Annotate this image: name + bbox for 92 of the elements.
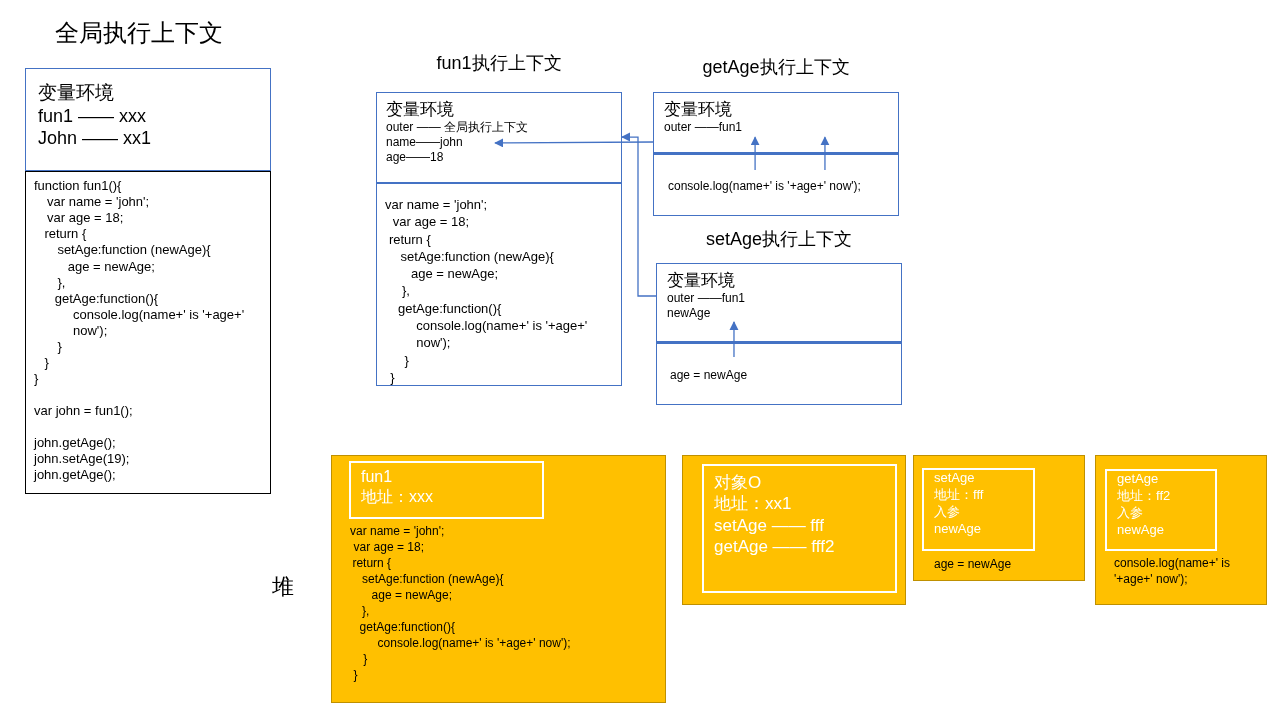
object-name: getAge (1117, 471, 1160, 488)
code-line: var john = fun1(); (34, 403, 134, 420)
code-line: } (56, 339, 63, 356)
variable-binding: fun1 —— xxx (38, 104, 148, 128)
object-box (702, 464, 897, 593)
code-panel (653, 153, 899, 216)
code-line: return { (351, 555, 393, 572)
arrow (729, 321, 739, 358)
code-line: function fun1(){ (34, 178, 123, 195)
code-line: return { (43, 226, 88, 243)
variable-environment-panel (653, 92, 899, 153)
address-entry: 地址：fff (934, 486, 985, 504)
address-entry: getAge —— fff2 (714, 535, 836, 557)
heap-memory-block (1095, 455, 1267, 605)
section-title: 变量环境 (386, 99, 455, 121)
object-name: setAge (934, 470, 976, 487)
context-title: getAge执行上下文 (701, 56, 851, 79)
code-line: }, (56, 274, 67, 291)
context-title: fun1执行上下文 (435, 52, 563, 75)
code-line: john.getAge(); (34, 434, 117, 451)
code-line: } (352, 667, 359, 684)
object-box (349, 461, 544, 519)
code-line: setAge:function (newAge){ (361, 571, 505, 588)
address-entry: newAge (1117, 521, 1165, 539)
address-entry: 地址：xxx (361, 487, 434, 507)
arrow (494, 138, 654, 148)
variable-binding: outer —— 全局执行上下文 (386, 120, 530, 136)
arrow (621, 132, 657, 297)
code-line: console.log(name+' is '+age+' now'); (668, 179, 862, 195)
address-entry: 入参 (934, 503, 961, 521)
code-line: } (43, 355, 50, 372)
section-title: 变量环境 (667, 270, 736, 292)
code-panel (656, 342, 902, 405)
code-line: age = newAge; (66, 258, 156, 275)
code-line: setAge:function (newAge){ (56, 242, 212, 259)
context-title: setAge执行上下文 (704, 228, 853, 251)
variable-binding: age——18 (386, 150, 445, 166)
address-entry: 入参 (1117, 504, 1144, 522)
section-title: 变量环境 (664, 99, 733, 121)
code-line: console.log(name+' is '+age+' now'); (376, 635, 572, 652)
code-line: age = newAge (934, 557, 1013, 573)
code-line: var name = 'john'; (46, 194, 151, 211)
code-line: console.log(name+' is '+age+' now'); (1114, 556, 1232, 588)
code-line: var name = 'john'; (385, 196, 489, 214)
code-line: } (403, 351, 410, 369)
arrow (820, 136, 830, 171)
context-title: 全局执行上下文 (55, 18, 224, 48)
variable-binding: outer ——fun1 (664, 120, 744, 136)
code-line: } (389, 368, 396, 387)
code-line: john.setAge(19); (34, 450, 131, 467)
address-entry: setAge —— fff (714, 514, 825, 536)
code-line: } (34, 371, 40, 388)
address-entry: 地址：ff2 (1117, 487, 1172, 505)
code-line: john.getAge(); (34, 466, 117, 484)
address-entry: newAge (934, 520, 982, 538)
variable-binding: name——john (386, 135, 464, 151)
code-line: getAge:function(){ (358, 619, 456, 636)
variable-binding: John —— xx1 (38, 127, 153, 150)
variable-environment-panel (25, 68, 271, 171)
code-line: var age = 18; (391, 213, 471, 231)
code-line: getAge:function(){ (53, 290, 160, 307)
code-line: setAge:function (newAge){ (399, 247, 555, 266)
variable-binding: outer ——fun1 (667, 291, 747, 307)
code-line: var age = 18; (352, 539, 425, 556)
code-line: }, (400, 282, 411, 300)
object-name: fun1 (361, 467, 394, 487)
code-line: age = newAge; (410, 265, 500, 283)
code-panel (376, 183, 622, 386)
code-line: age = newAge (670, 368, 749, 384)
variable-environment-panel (376, 92, 622, 183)
region-label: 堆 (272, 573, 294, 601)
heap-memory-block (682, 455, 906, 605)
code-panel (25, 171, 271, 494)
code-line: console.log(name+' is '+age+' now'); (72, 306, 246, 340)
code-line: console.log(name+' is '+age+' now'); (415, 316, 589, 352)
code-line: return { (387, 230, 432, 248)
object-box (1105, 469, 1217, 551)
variable-binding: newAge (667, 306, 712, 322)
address-entry: 地址：xx1 (714, 493, 793, 515)
code-line: age = newAge; (370, 587, 453, 604)
code-line: var age = 18; (46, 210, 125, 227)
arrow (750, 136, 760, 171)
heap-memory-block (331, 455, 666, 703)
heap-memory-block (913, 455, 1085, 581)
code-line: var name = 'john'; (350, 524, 446, 540)
code-line: } (362, 651, 369, 668)
section-title: 变量环境 (38, 81, 115, 105)
code-line: getAge:function(){ (397, 299, 503, 317)
object-box (922, 468, 1035, 551)
variable-environment-panel (656, 263, 902, 342)
code-line: }, (361, 603, 371, 620)
object-name: 对象O (714, 472, 763, 494)
